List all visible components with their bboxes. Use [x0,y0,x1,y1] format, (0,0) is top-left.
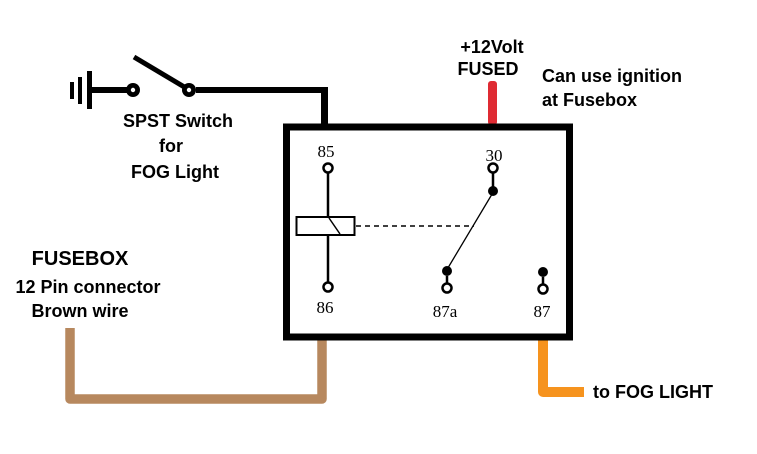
ground-bar-mid [78,77,82,104]
ground-bar-short [70,82,74,99]
spst-switch-symbol [126,54,196,97]
ground-bar-tall [87,71,92,109]
switch-terminal-left-hole [130,87,136,93]
coil-diagonal [328,217,341,235]
pin-85-label: 85 [318,142,335,161]
switch-label-line2: for [159,136,183,156]
relay-coil-symbol [295,216,356,236]
pin-87-terminal [537,283,549,295]
supply-label-line2: FUSED [457,59,518,79]
output-label: to FOG LIGHT [593,382,713,402]
wire-foglight-orange [538,336,584,397]
fusebox-label-line2: 12 Pin connector [15,277,160,297]
relay-coil-branch [295,162,356,293]
switch-label-line3: FOG Light [131,162,219,182]
pin-30-label: 30 [486,146,503,165]
fusebox-label-line3: Brown wire [31,301,128,321]
fusebox-label-line1: FUSEBOX [32,248,129,270]
switch-terminal-right-hole [186,87,192,93]
wire-switch-drop [321,87,328,127]
pin-86-terminal [322,281,334,293]
pin-30-contact [488,186,498,196]
wire-fusebox-brown [65,328,327,404]
ground-icon [70,71,92,109]
wire-ground-to-switch [92,87,127,93]
switch-label-line1: SPST Switch [123,111,233,131]
ignition-note-line2: at Fusebox [542,90,637,110]
pin-87-label: 87 [534,302,552,321]
ignition-note-line1: Can use ignition [542,66,682,86]
pin-87a-contact [442,266,452,276]
contact-arm [447,194,493,268]
pin-87-contact [538,267,548,277]
pin-85-terminal [322,162,334,174]
wire-switch-horizontal [196,87,328,93]
pin-87a-label: 87a [433,302,458,321]
relay-contact-branch [441,162,549,295]
pin-86-label: 86 [317,298,334,317]
wire-12v-red [488,81,497,125]
supply-label-line1: +12Volt [460,37,523,57]
pin-87a-terminal [441,282,453,294]
switch-lever [132,54,188,91]
